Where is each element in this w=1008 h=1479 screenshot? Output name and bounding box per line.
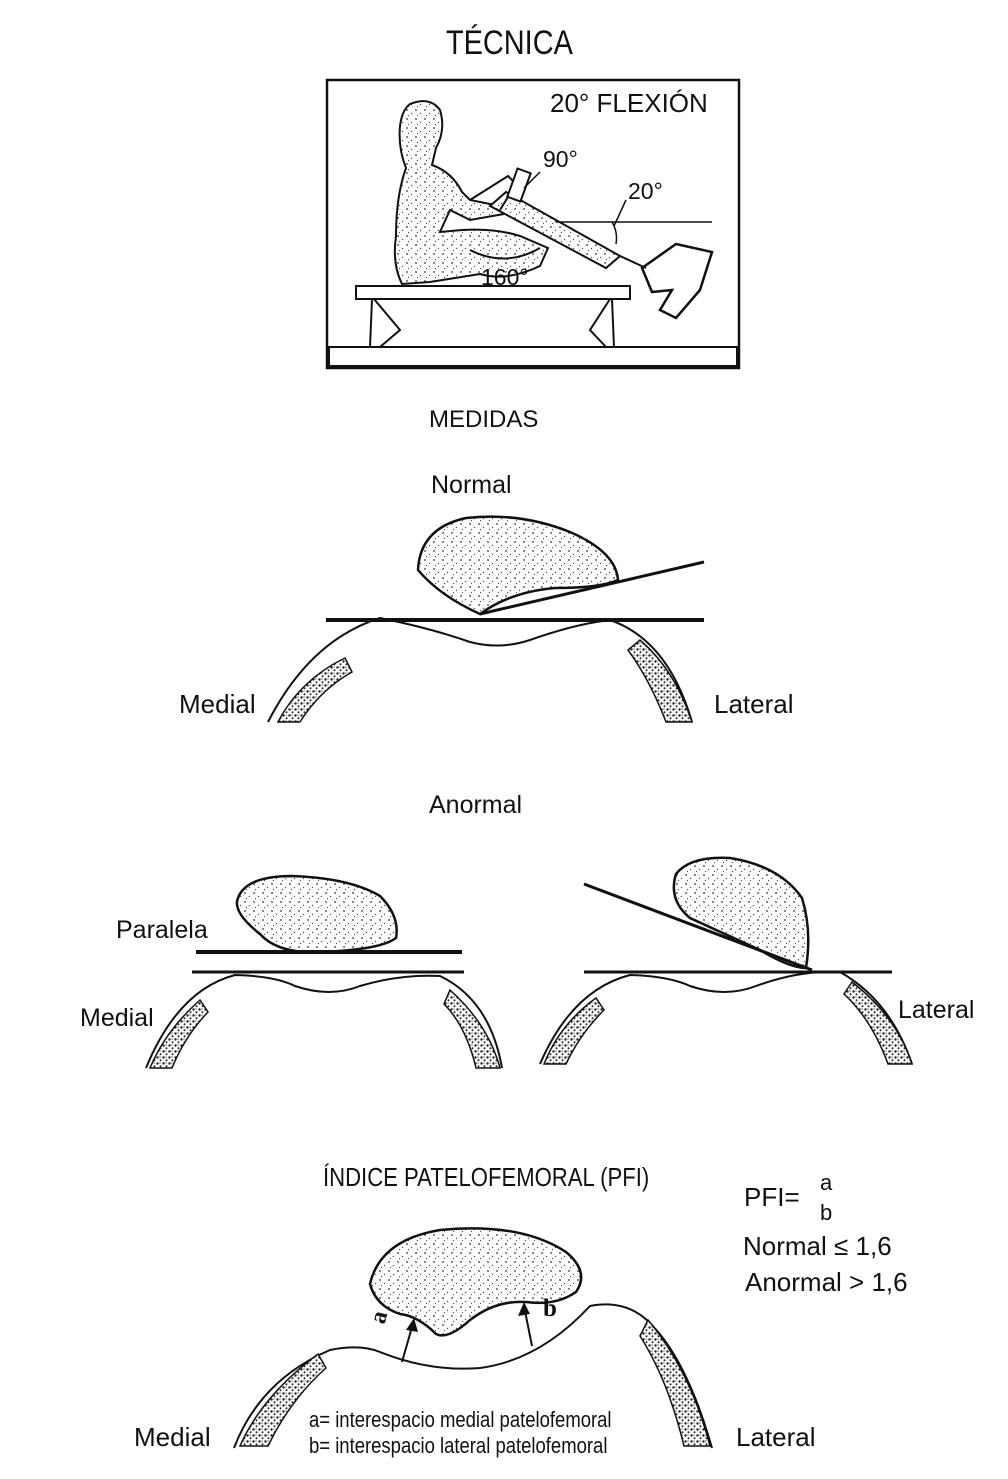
- title-medidas: MEDIDAS: [429, 406, 539, 433]
- formula-pfi: PFI=: [744, 1182, 800, 1212]
- label-paralela: Paralela: [116, 916, 208, 944]
- formula-numerator: a: [820, 1170, 833, 1195]
- normal-lateral-condyle: [626, 639, 694, 723]
- pfi-label-b: b: [543, 1295, 557, 1322]
- technique-illustration: [325, 78, 741, 370]
- abn-right-facet-line: [583, 882, 813, 972]
- label-angle-20: 20°: [628, 178, 663, 204]
- angle-20-arc: [611, 221, 618, 245]
- formula-denominator: b: [820, 1200, 833, 1225]
- normal-femur-outline: [267, 616, 693, 723]
- abn-right-medial-condyle: [542, 996, 605, 1065]
- technique-frame: [325, 78, 741, 370]
- formula-anormal: Anormal > 1,6: [745, 1267, 908, 1297]
- pfi-label-lateral: Lateral: [736, 1422, 816, 1452]
- abn-label-medial: Medial: [80, 1004, 154, 1032]
- title-anormal: Anormal: [429, 791, 523, 819]
- abn-left-patella: [235, 874, 398, 954]
- legend-a-definition: a= interespacio medial patelofemoral: [309, 1407, 612, 1432]
- abnormal-left-diagram: [145, 874, 503, 1069]
- abn-left-lateral-condyle: [443, 988, 501, 1069]
- xray-beam-line: [619, 255, 647, 269]
- xray-head: [640, 242, 714, 320]
- angle-160-arc: [469, 247, 541, 260]
- arrow-a-head: [406, 1318, 418, 1332]
- normal-facet-line: [479, 560, 705, 616]
- normal-label-lateral: Lateral: [714, 689, 794, 719]
- title-normal: Normal: [431, 471, 512, 499]
- legend-b-definition: b= interespacio lateral patelofemoral: [309, 1433, 608, 1458]
- pfi-lateral-condyle: [639, 1318, 711, 1447]
- title-indice: ÍNDICE PATELOFEMORAL (PFI): [323, 1162, 650, 1192]
- pfi-diagram: [233, 1227, 713, 1449]
- bench-legs: [369, 298, 615, 348]
- label-angle-90: 90°: [543, 146, 578, 172]
- abn-right-patella: [672, 856, 810, 970]
- abn-right-femur-outline: [539, 970, 913, 1065]
- normal-patella: [416, 515, 620, 616]
- angle-20-leader: [613, 199, 627, 227]
- abn-label-lateral: Lateral: [898, 996, 975, 1024]
- bench-top: [355, 285, 631, 300]
- title-tecnica: TÉCNICA: [446, 24, 573, 62]
- floor-bar: [328, 346, 738, 367]
- abn-right-lateral-condyle: [843, 980, 914, 1065]
- pfi-label-medial: Medial: [134, 1422, 211, 1452]
- normal-medial-condyle: [276, 656, 353, 723]
- abnormal-right-diagram: [539, 856, 914, 1065]
- formula-normal: Normal ≤ 1,6: [743, 1231, 892, 1261]
- abn-left-medial-condyle: [148, 998, 209, 1069]
- angle-90-leader: [523, 171, 541, 189]
- arrow-b-head: [518, 1302, 530, 1316]
- normal-diagram: [267, 515, 705, 723]
- label-flexion: 20° FLEXIÓN: [550, 88, 708, 118]
- normal-label-medial: Medial: [179, 689, 256, 719]
- pfi-patella: [368, 1227, 583, 1337]
- abn-left-femur-outline: [145, 973, 503, 1069]
- pfi-medial-condyle: [238, 1352, 327, 1447]
- label-angle-160: 160°: [481, 264, 529, 290]
- person-figure: [393, 100, 550, 286]
